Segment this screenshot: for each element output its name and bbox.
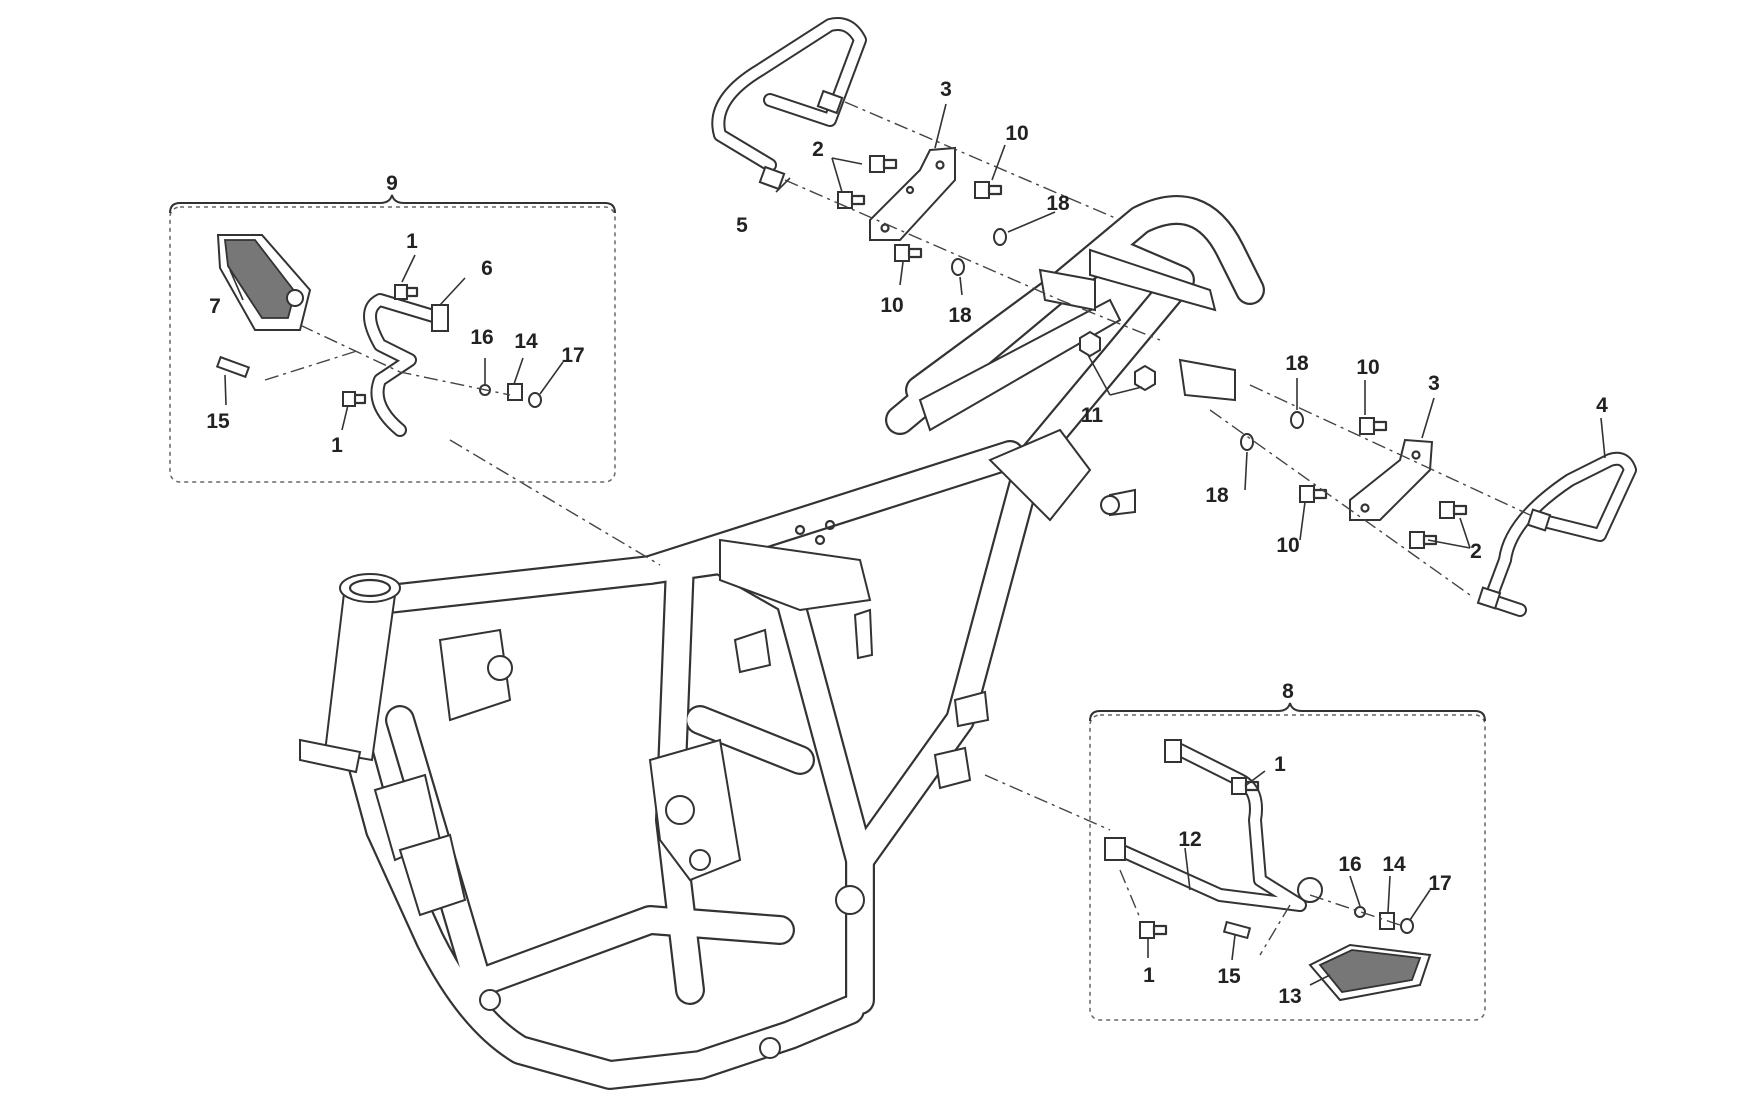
washer-18-b — [951, 258, 965, 276]
bolt-10-upper-b — [894, 244, 923, 262]
callout-10-right-a: 10 — [1356, 356, 1379, 379]
callout-1-left-b: 1 — [331, 434, 343, 457]
steering-head — [299, 573, 401, 774]
bolt-2-right-a — [1439, 501, 1468, 519]
callout-17-right: 17 — [1428, 872, 1451, 895]
callout-17-left: 17 — [561, 344, 584, 367]
bolt-2-upper-a — [869, 155, 898, 173]
ball-16-right — [1354, 906, 1366, 918]
cross-member-bracket — [918, 298, 1122, 432]
front-lower-bracket-2 — [398, 833, 467, 917]
callout-15-left: 15 — [206, 410, 230, 433]
grab-rail-right — [1476, 451, 1637, 617]
hardware — [837, 155, 1468, 549]
callout-18-right-b: 18 — [1205, 484, 1229, 507]
group-8-right-footrest-assembly — [1089, 702, 1486, 1021]
callout-12: 12 — [1178, 828, 1201, 851]
callout-18-right-a: 18 — [1285, 352, 1309, 375]
callout-1-left-a: 1 — [406, 230, 418, 253]
grab-rail-left — [711, 17, 867, 191]
callout-14-left: 14 — [514, 330, 538, 353]
callout-3-upper: 3 — [940, 78, 952, 101]
mid-gusset — [988, 428, 1092, 522]
callout-5: 5 — [736, 214, 748, 237]
leader-lines — [224, 103, 1606, 986]
callout-18-upper-b: 18 — [948, 304, 972, 327]
callout-10-upper-b: 10 — [880, 294, 903, 317]
top-gusset-plate — [719, 538, 872, 612]
callout-8: 8 — [1282, 680, 1294, 703]
assembly-lines — [449, 101, 1531, 831]
callout-16-right: 16 — [1338, 853, 1361, 876]
washer-18-a — [993, 228, 1007, 246]
footrest-mount-right — [933, 746, 972, 790]
washer-18-d — [1240, 433, 1254, 451]
callout-1-right-a: 1 — [1274, 753, 1286, 776]
group-9-left-footrest-assembly — [169, 194, 616, 483]
callout-7: 7 — [209, 295, 221, 318]
hanger-left — [363, 293, 449, 437]
bolt-1-left-a — [394, 284, 419, 300]
callout-16-left: 16 — [470, 326, 493, 349]
nut-11-b — [1134, 364, 1156, 392]
bracket-right — [1349, 438, 1434, 521]
engine-mount-front — [438, 628, 512, 722]
callout-18-upper-a: 18 — [1046, 192, 1070, 215]
footpeg-right — [1308, 943, 1432, 1002]
callout-14-right: 14 — [1382, 853, 1406, 876]
bolt-2-upper-b — [837, 191, 866, 209]
hanger-right — [1104, 739, 1323, 912]
callout-2-right: 2 — [1470, 540, 1482, 563]
callout-13: 13 — [1278, 985, 1301, 1008]
callout-labels: 3 10 2 18 5 10 18 11 18 10 3 4 18 10 2 9… — [206, 78, 1608, 1008]
bracket-upper — [869, 146, 956, 241]
callout-11: 11 — [1081, 404, 1104, 427]
nut-11-a — [1079, 330, 1101, 358]
callout-2-upper: 2 — [812, 138, 824, 161]
clip-17-left — [528, 392, 542, 408]
bolt-2-right-b — [1409, 531, 1438, 549]
rear-cross-bracket — [1089, 248, 1217, 312]
callout-1-right-b: 1 — [1143, 964, 1155, 987]
footrest-mount-right-upper — [953, 690, 990, 728]
bolt-1-left-b — [342, 391, 367, 407]
bolt-10-upper-a — [974, 181, 1003, 199]
washer-18-c — [1290, 411, 1304, 429]
bolt-10-right-a — [1359, 417, 1388, 435]
callout-6: 6 — [481, 257, 493, 280]
callout-3-right: 3 — [1428, 372, 1440, 395]
bolt-1-right-b — [1139, 921, 1168, 939]
footrest-bracket-left — [733, 628, 772, 674]
seat-bracket-left — [1038, 268, 1096, 312]
pin-15-left — [215, 355, 251, 379]
footpeg-left — [216, 234, 312, 331]
side-tab — [853, 608, 874, 660]
motorcycle-frame — [299, 195, 1265, 1090]
callout-9: 9 — [386, 172, 398, 195]
bolt-10-right-b — [1299, 485, 1328, 503]
clip-17-right — [1400, 918, 1414, 934]
callout-10-upper-a: 10 — [1005, 122, 1028, 145]
callout-4: 4 — [1596, 394, 1608, 417]
callout-10-right-b: 10 — [1276, 534, 1299, 557]
callout-15-right: 15 — [1217, 965, 1241, 988]
seat-bracket-right — [1178, 358, 1236, 402]
pin-15-right — [1222, 920, 1252, 940]
spring-14-left — [507, 383, 523, 401]
